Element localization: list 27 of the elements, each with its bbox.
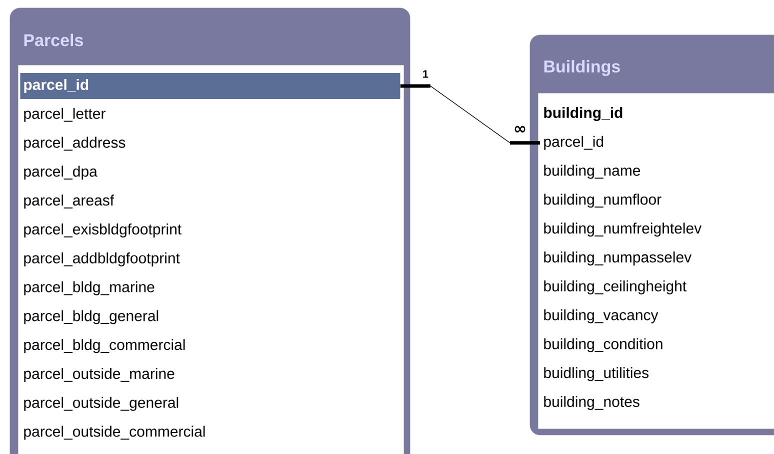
cardinality-label: ∞ [514, 126, 526, 132]
field-name: parcel_address [24, 136, 126, 151]
field-name: parcel_outside_commercial [24, 426, 205, 440]
field-name: parcel_areasf [24, 194, 114, 209]
relationship-line [400, 84, 540, 145]
field-name: building_numpasselev [544, 252, 692, 266]
field-name: parcel_bldg_marine [24, 281, 154, 296]
field-name: parcel_outside_general [24, 396, 178, 411]
field-name: parcel_id [544, 136, 604, 150]
field-name: building_notes [544, 396, 640, 410]
field-name: building_vacancy [544, 309, 658, 324]
field-name: parcel_addbldgfootprint [24, 252, 180, 266]
field-name: buidling_utilities [544, 367, 649, 382]
field-name: parcel_bldg_general [24, 310, 158, 324]
cardinality-label: 1 [423, 70, 428, 78]
field-name: parcel_outside_marine [24, 368, 174, 382]
field-name: building_name [544, 164, 640, 179]
field-name: building_numfreightelev [544, 222, 702, 237]
key-field: building_id [544, 106, 622, 122]
field-name: parcel_bldg_commercial [24, 339, 185, 354]
field-name: parcel_dpa [24, 166, 98, 180]
field-name: building_numfloor [544, 194, 662, 208]
field-name: parcel_letter [24, 108, 106, 122]
field-name: building_condition [544, 338, 662, 352]
field-name: parcel_exisbldgfootprint [24, 224, 182, 238]
field-name: building_ceilingheight [544, 280, 686, 294]
selected-field-row: parcel_id [20, 73, 400, 99]
